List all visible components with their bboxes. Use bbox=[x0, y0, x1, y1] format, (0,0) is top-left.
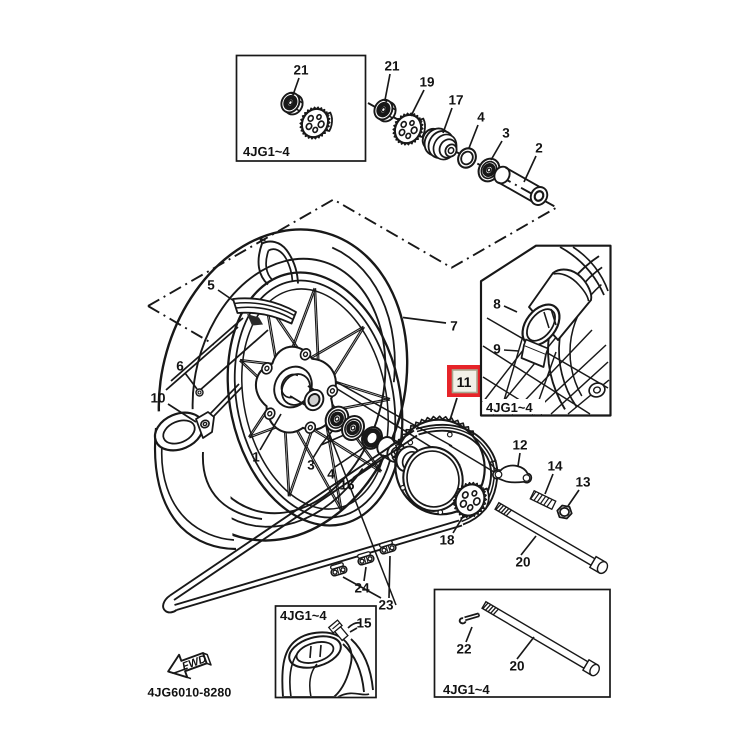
svg-text:4JG1~4: 4JG1~4 bbox=[443, 682, 490, 697]
svg-text:5: 5 bbox=[207, 278, 215, 293]
svg-text:21: 21 bbox=[293, 63, 309, 78]
svg-text:2: 2 bbox=[535, 141, 543, 156]
svg-text:6: 6 bbox=[176, 359, 184, 374]
svg-text:12: 12 bbox=[512, 438, 527, 453]
svg-text:4JG1~4: 4JG1~4 bbox=[486, 400, 533, 415]
svg-text:3: 3 bbox=[502, 126, 510, 141]
svg-text:13: 13 bbox=[575, 475, 591, 490]
svg-text:20: 20 bbox=[509, 659, 524, 674]
svg-text:23: 23 bbox=[378, 598, 394, 613]
svg-text:15: 15 bbox=[356, 616, 372, 631]
svg-text:14: 14 bbox=[547, 459, 563, 474]
svg-text:18: 18 bbox=[439, 533, 455, 548]
svg-text:9: 9 bbox=[493, 342, 501, 357]
svg-text:11: 11 bbox=[457, 374, 472, 390]
svg-text:20: 20 bbox=[515, 555, 530, 570]
svg-text:19: 19 bbox=[419, 75, 434, 90]
svg-text:4JG1~4: 4JG1~4 bbox=[280, 608, 327, 623]
svg-text:8: 8 bbox=[493, 297, 501, 312]
svg-text:10: 10 bbox=[150, 391, 165, 406]
svg-text:21: 21 bbox=[384, 59, 400, 74]
svg-text:4JG6010-8280: 4JG6010-8280 bbox=[148, 686, 232, 700]
svg-text:4: 4 bbox=[327, 467, 335, 482]
svg-text:3: 3 bbox=[307, 458, 315, 473]
svg-text:1: 1 bbox=[252, 450, 260, 465]
svg-text:17: 17 bbox=[448, 93, 463, 108]
svg-text:16: 16 bbox=[339, 478, 355, 493]
svg-text:22: 22 bbox=[456, 642, 471, 657]
svg-text:7: 7 bbox=[450, 319, 458, 334]
svg-text:4JG1~4: 4JG1~4 bbox=[243, 144, 290, 159]
svg-text:4: 4 bbox=[477, 110, 485, 125]
